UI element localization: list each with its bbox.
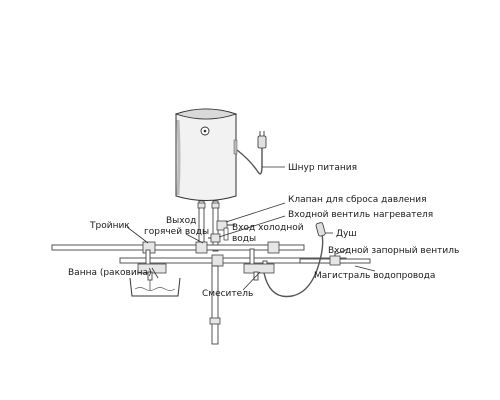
power-plug-icon [257,131,267,149]
label-power-cord: Шнур питания [288,163,357,173]
shower-head-icon [315,222,326,237]
hot-water-line [51,244,305,251]
label-tee: Тройник [89,221,130,231]
label-main-valve: Входной запорный вентиль [328,246,459,256]
label-hot-out-1: Выход [166,216,196,226]
label-inlet-valve: Входной вентиль нагревателя [288,210,433,220]
bathtub-icon [129,277,181,297]
water-heater-icon [174,108,238,201]
label-mains: Магистраль водопровода [314,271,435,281]
power-cord [236,131,267,175]
leader-lines [126,166,376,291]
label-relief-valve: Клапан для сброса давления [288,195,427,205]
label-bath: Ванна (раковина) [68,268,152,278]
relief-valve [216,220,235,241]
inlet-valve [208,233,221,243]
label-hot-out-2: горячей воды [144,227,209,237]
label-shower: Душ [336,229,357,239]
label-cold-in-1: Вход холодной [232,223,304,233]
mains-pipe [299,251,371,266]
mixer-tap-icon [243,248,275,281]
shower-hose [263,233,324,298]
label-cold-in-2: воды [232,234,256,244]
label-mixer: Смеситель [202,289,253,299]
